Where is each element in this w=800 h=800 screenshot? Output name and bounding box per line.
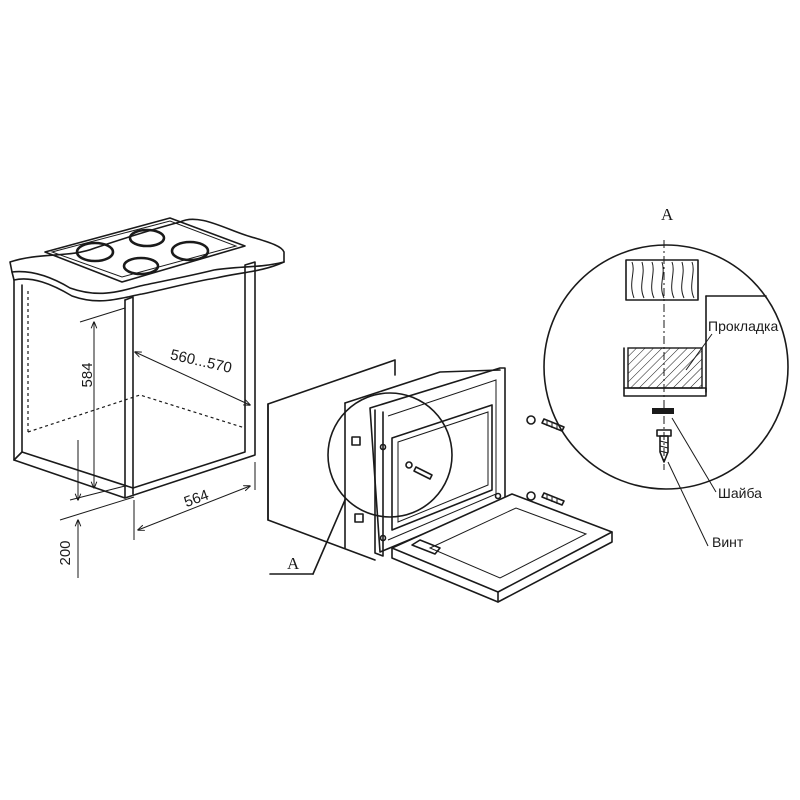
washer-bottom: [526, 491, 536, 501]
dim-560-570-line: [135, 352, 250, 405]
kitchen-cabinet: 584 200 560...570 564: [9, 217, 285, 578]
cabinet-right-side: [124, 261, 256, 499]
burner-front-right: [122, 256, 160, 276]
detail-zoom-circle: [543, 244, 789, 490]
fixing-screws: [526, 415, 565, 506]
washer-top: [526, 415, 536, 425]
door-hinge: [411, 539, 441, 555]
worktop-edge: [11, 261, 285, 302]
hob-panel: [44, 217, 246, 283]
built-in-oven: A: [267, 359, 613, 603]
screw-label: Винт: [712, 534, 744, 550]
detail-label-main: A: [287, 554, 300, 573]
gasket-label: Прокладка: [708, 318, 778, 334]
frame-hole-bottom: [354, 513, 364, 523]
dim-564-label: 564: [182, 487, 211, 512]
cabinet-left-side: [13, 279, 126, 499]
burner-rear-right: [170, 240, 210, 262]
screw-top: [541, 418, 565, 432]
dim-584-label: 584: [79, 362, 96, 387]
gasket-section: [627, 347, 703, 389]
washer-label: Шайба: [718, 485, 762, 501]
dim-564-line: [138, 486, 250, 530]
washer-detail: [652, 408, 674, 414]
detail-a-zoom: A Прокладка Шайба Винт: [543, 205, 789, 550]
cabinet-inner-floor: [27, 394, 246, 433]
frame-hole-top: [351, 436, 361, 446]
dim-200-label: 200: [57, 540, 74, 565]
screw-bottom: [541, 492, 565, 506]
worktop-section: [625, 259, 699, 301]
detail-label-zoom: A: [661, 205, 674, 224]
burner-front-left: [75, 241, 115, 263]
burner-rear-left: [128, 228, 166, 248]
detail-circle-a: [327, 392, 453, 518]
oven-cavity: [391, 404, 493, 531]
oven-front-frame: [369, 367, 506, 553]
